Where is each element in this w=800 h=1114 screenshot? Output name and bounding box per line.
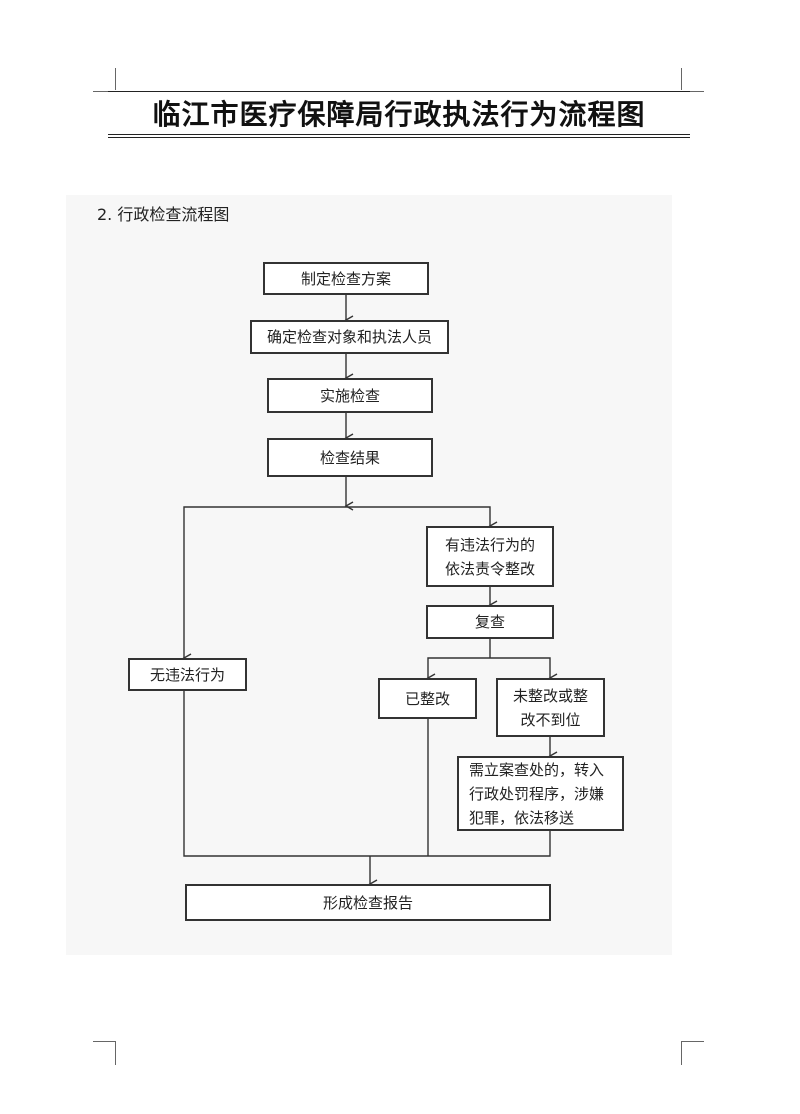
crop-mark-top-right-v (681, 68, 682, 90)
flow-node-make-plan: 制定检查方案 (263, 262, 429, 295)
flow-node-inspection-result: 检查结果 (267, 438, 433, 477)
flow-node-not-rectified: 未整改或整 改不到位 (496, 678, 605, 737)
flow-node-label-line2: 行政处罚程序，涉嫌 (469, 785, 605, 803)
flow-node-reinspection: 复查 (426, 605, 554, 639)
flow-node-label: 无违法行为 (149, 665, 225, 684)
line-n6-right (490, 657, 558, 683)
crop-mark-top-left-h (93, 91, 115, 92)
crop-mark-top-right-h (682, 91, 704, 92)
section-heading: 2. 行政检查流程图 (97, 205, 230, 224)
flow-node-label: 实施检查 (319, 386, 380, 405)
flow-node-conduct-inspection: 实施检查 (267, 378, 433, 413)
flow-node-label: 确定检查对象和执法人员 (266, 328, 432, 346)
title-double-rule (108, 137, 690, 138)
line-n7-bottom (183, 691, 551, 857)
line-n6-left (426, 657, 490, 683)
flow-node-label-line1: 需立案查处的，转入 (469, 761, 605, 779)
line-split-left (182, 506, 346, 663)
flow-node-label: 复查 (474, 613, 505, 631)
flow-node-label: 检查结果 (319, 448, 380, 467)
flow-node-transfer-penalty: 需立案查处的，转入 行政处罚程序，涉嫌 犯罪，依法移送 (457, 756, 624, 831)
flow-node-inspection-report: 形成检查报告 (185, 884, 551, 921)
flow-node-label-line2: 依法责令整改 (444, 559, 535, 578)
flow-node-label: 制定检查方案 (300, 269, 391, 288)
flow-node-no-violation: 无违法行为 (128, 658, 247, 691)
flow-node-determine-targets: 确定检查对象和执法人员 (250, 320, 449, 354)
flow-node-rectified: 已整改 (378, 678, 477, 719)
flow-node-label-line1: 未整改或整 (512, 686, 588, 705)
flow-node-label-line3: 犯罪，依法移送 (469, 809, 575, 827)
flow-node-label: 形成检查报告 (322, 893, 413, 912)
flow-node-label-line1: 有违法行为的 (444, 535, 535, 554)
flow-node-label: 已整改 (404, 689, 450, 708)
document-title: 临江市医疗保障局行政执法行为流程图 (108, 91, 690, 135)
flow-node-label-line2: 改不到位 (520, 710, 581, 729)
crop-mark-top-left-v (115, 68, 116, 90)
crop-mark-bottom-right-h (682, 1041, 704, 1042)
flow-node-order-rectification: 有违法行为的 依法责令整改 (426, 526, 554, 587)
crop-mark-bottom-left-h (93, 1041, 115, 1042)
crop-mark-bottom-left-v (115, 1041, 116, 1065)
crop-mark-bottom-right-v (681, 1041, 682, 1065)
line-split-right (346, 506, 498, 531)
